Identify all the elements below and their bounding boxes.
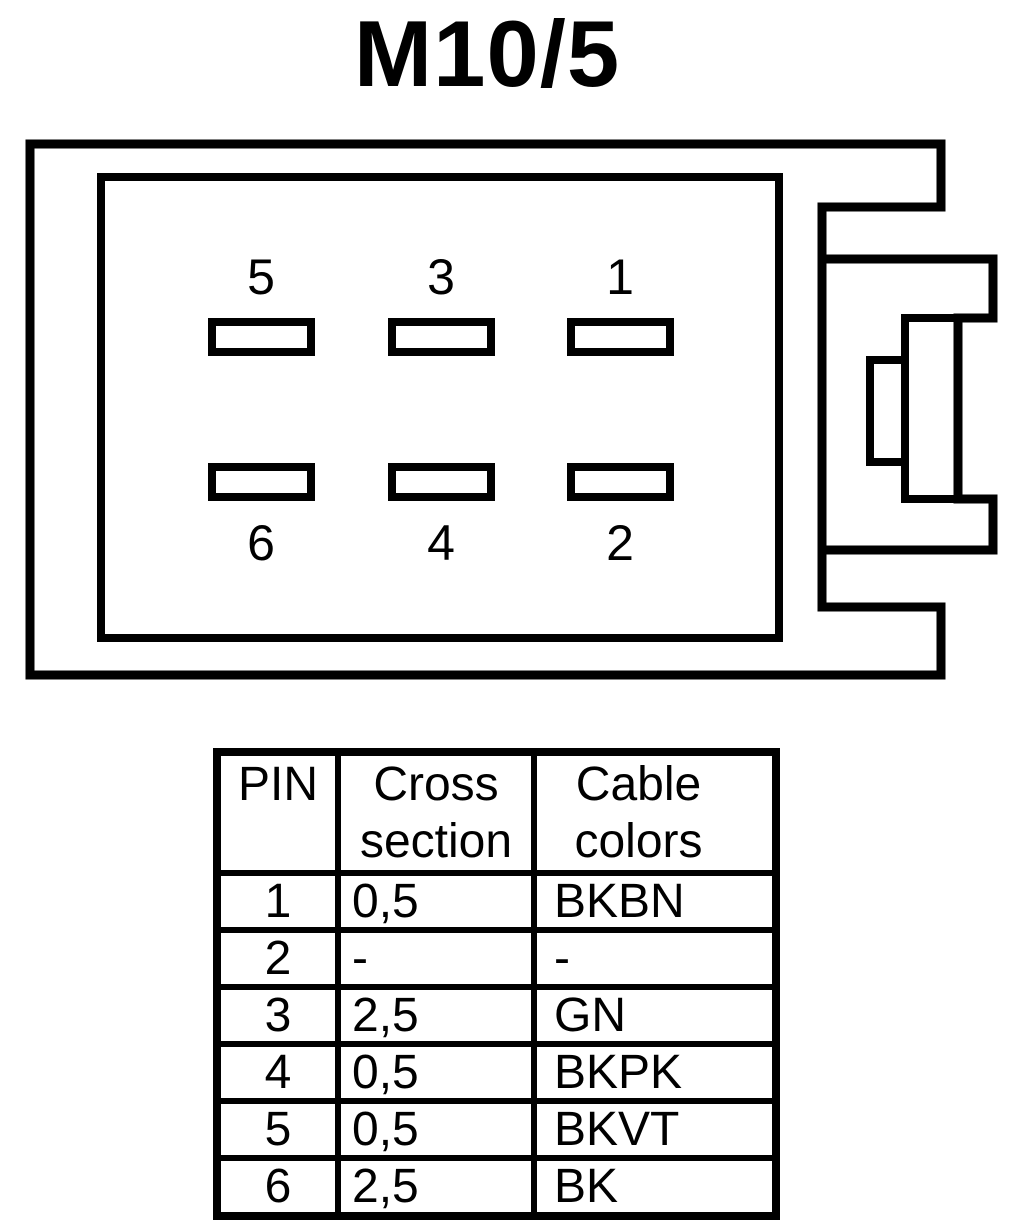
col-header-cable-colors: Cable colors bbox=[531, 749, 779, 876]
cell-cable_colors: BK bbox=[531, 1155, 779, 1219]
cell-cable_colors: BKVT bbox=[531, 1098, 779, 1161]
cell-cross_section: 0,5 bbox=[335, 1098, 537, 1161]
cell-pin: 6 bbox=[214, 1155, 341, 1219]
table-row: 2-- bbox=[214, 927, 779, 990]
cell-pin: 5 bbox=[214, 1098, 341, 1161]
cell-cable_colors: BKPK bbox=[531, 1041, 779, 1104]
cell-pin: 4 bbox=[214, 1041, 341, 1104]
cell-cable_colors: - bbox=[531, 927, 779, 990]
pin-slot-6 bbox=[208, 463, 315, 501]
cell-cross_section: 2,5 bbox=[335, 984, 537, 1047]
keying-rib-large bbox=[901, 314, 962, 503]
pin-label-2: 2 bbox=[606, 515, 634, 571]
connector-title: M10/5 bbox=[353, 1, 621, 106]
connector-housing-outline bbox=[25, 139, 946, 680]
pin-label-6: 6 bbox=[247, 515, 275, 571]
cell-cross_section: - bbox=[335, 927, 537, 990]
pin-label-4: 4 bbox=[427, 515, 455, 571]
cell-cable_colors: BKBN bbox=[531, 870, 779, 933]
pin-slot-1 bbox=[567, 318, 674, 356]
pin-slot-3 bbox=[388, 318, 495, 356]
cell-cross_section: 0,5 bbox=[335, 1041, 537, 1104]
pin-slot-5 bbox=[208, 318, 315, 356]
cell-cable_colors: GN bbox=[531, 984, 779, 1047]
keying-rib-small bbox=[866, 356, 909, 466]
cell-pin: 2 bbox=[214, 927, 341, 990]
col-header-pin: PIN bbox=[214, 749, 341, 876]
connector-cavity bbox=[97, 173, 783, 642]
pin-label-3: 3 bbox=[427, 249, 455, 305]
pin-slot-4 bbox=[388, 463, 495, 501]
pin-slot-2 bbox=[567, 463, 674, 501]
table-header-row: PIN Cross section Cable colors bbox=[214, 749, 779, 876]
pin-label-1: 1 bbox=[606, 249, 634, 305]
cell-cross_section: 0,5 bbox=[335, 870, 537, 933]
pin-label-5: 5 bbox=[247, 249, 275, 305]
cell-pin: 1 bbox=[214, 870, 341, 933]
cell-cross_section: 2,5 bbox=[335, 1155, 537, 1219]
col-header-cross-section: Cross section bbox=[335, 749, 537, 876]
cell-pin: 3 bbox=[214, 984, 341, 1047]
